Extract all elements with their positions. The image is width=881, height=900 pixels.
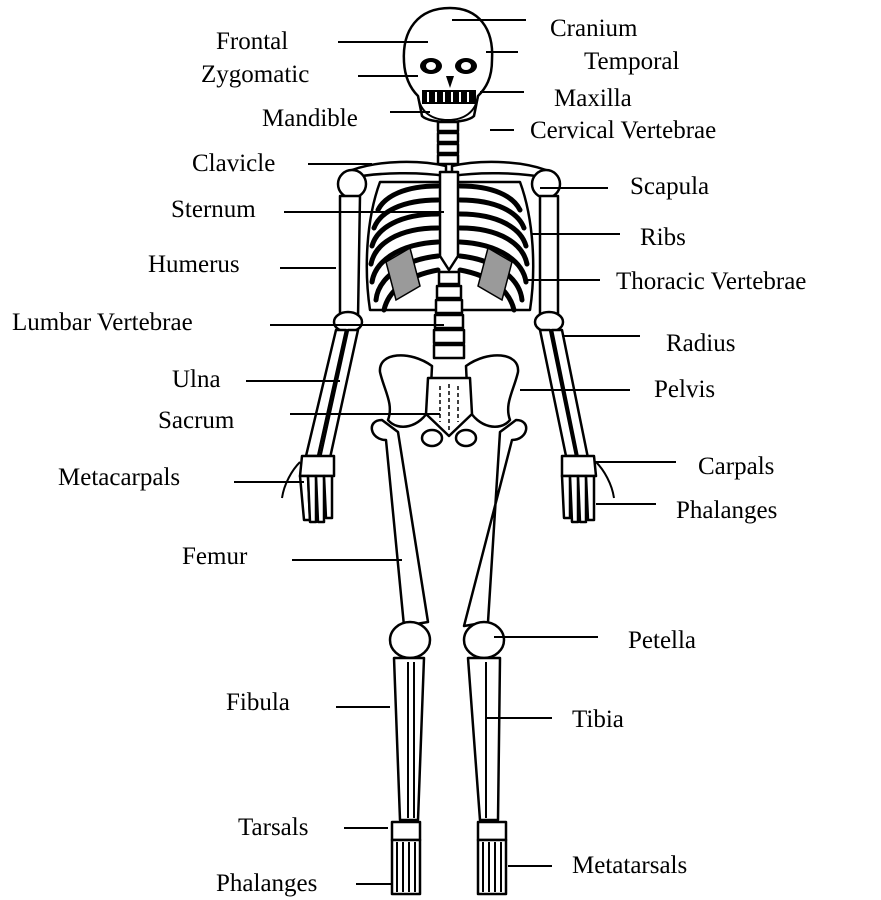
label-temporal: Temporal — [584, 48, 679, 75]
label-frontal: Frontal — [216, 28, 288, 55]
label-phalanges-foot: Phalanges — [216, 870, 317, 897]
cervical-spine — [438, 122, 458, 164]
label-metacarpals: Metacarpals — [58, 464, 180, 491]
label-radius: Radius — [666, 330, 735, 357]
label-ribs: Ribs — [640, 224, 686, 251]
label-carpals: Carpals — [698, 453, 774, 480]
label-fibula: Fibula — [226, 689, 290, 716]
label-tibia: Tibia — [572, 706, 624, 733]
feet — [392, 822, 506, 894]
label-scapula: Scapula — [630, 173, 709, 200]
label-ulna: Ulna — [172, 366, 221, 393]
label-mandible: Mandible — [262, 105, 358, 132]
skull — [404, 8, 492, 122]
label-petella: Petella — [628, 627, 696, 654]
label-humerus: Humerus — [148, 251, 240, 278]
label-femur: Femur — [182, 543, 248, 570]
label-lumbar-vertebrae: Lumbar Vertebrae — [12, 309, 193, 336]
pelvis — [380, 355, 518, 446]
label-tarsals: Tarsals — [238, 814, 308, 841]
label-clavicle: Clavicle — [192, 150, 275, 177]
label-cervical-vertebrae: Cervical Vertebrae — [530, 117, 716, 144]
label-sacrum: Sacrum — [158, 407, 235, 434]
label-cranium: Cranium — [550, 15, 638, 42]
label-thoracic-vertebrae: Thoracic Vertebrae — [616, 268, 806, 295]
spine — [434, 272, 464, 358]
label-pelvis: Pelvis — [654, 376, 715, 403]
hands — [282, 456, 614, 522]
label-metatarsals: Metatarsals — [572, 852, 687, 879]
label-maxilla: Maxilla — [554, 85, 632, 112]
label-sternum: Sternum — [171, 196, 256, 223]
label-phalanges-hand: Phalanges — [676, 497, 777, 524]
label-zygomatic: Zygomatic — [201, 61, 309, 88]
legs — [372, 420, 526, 820]
